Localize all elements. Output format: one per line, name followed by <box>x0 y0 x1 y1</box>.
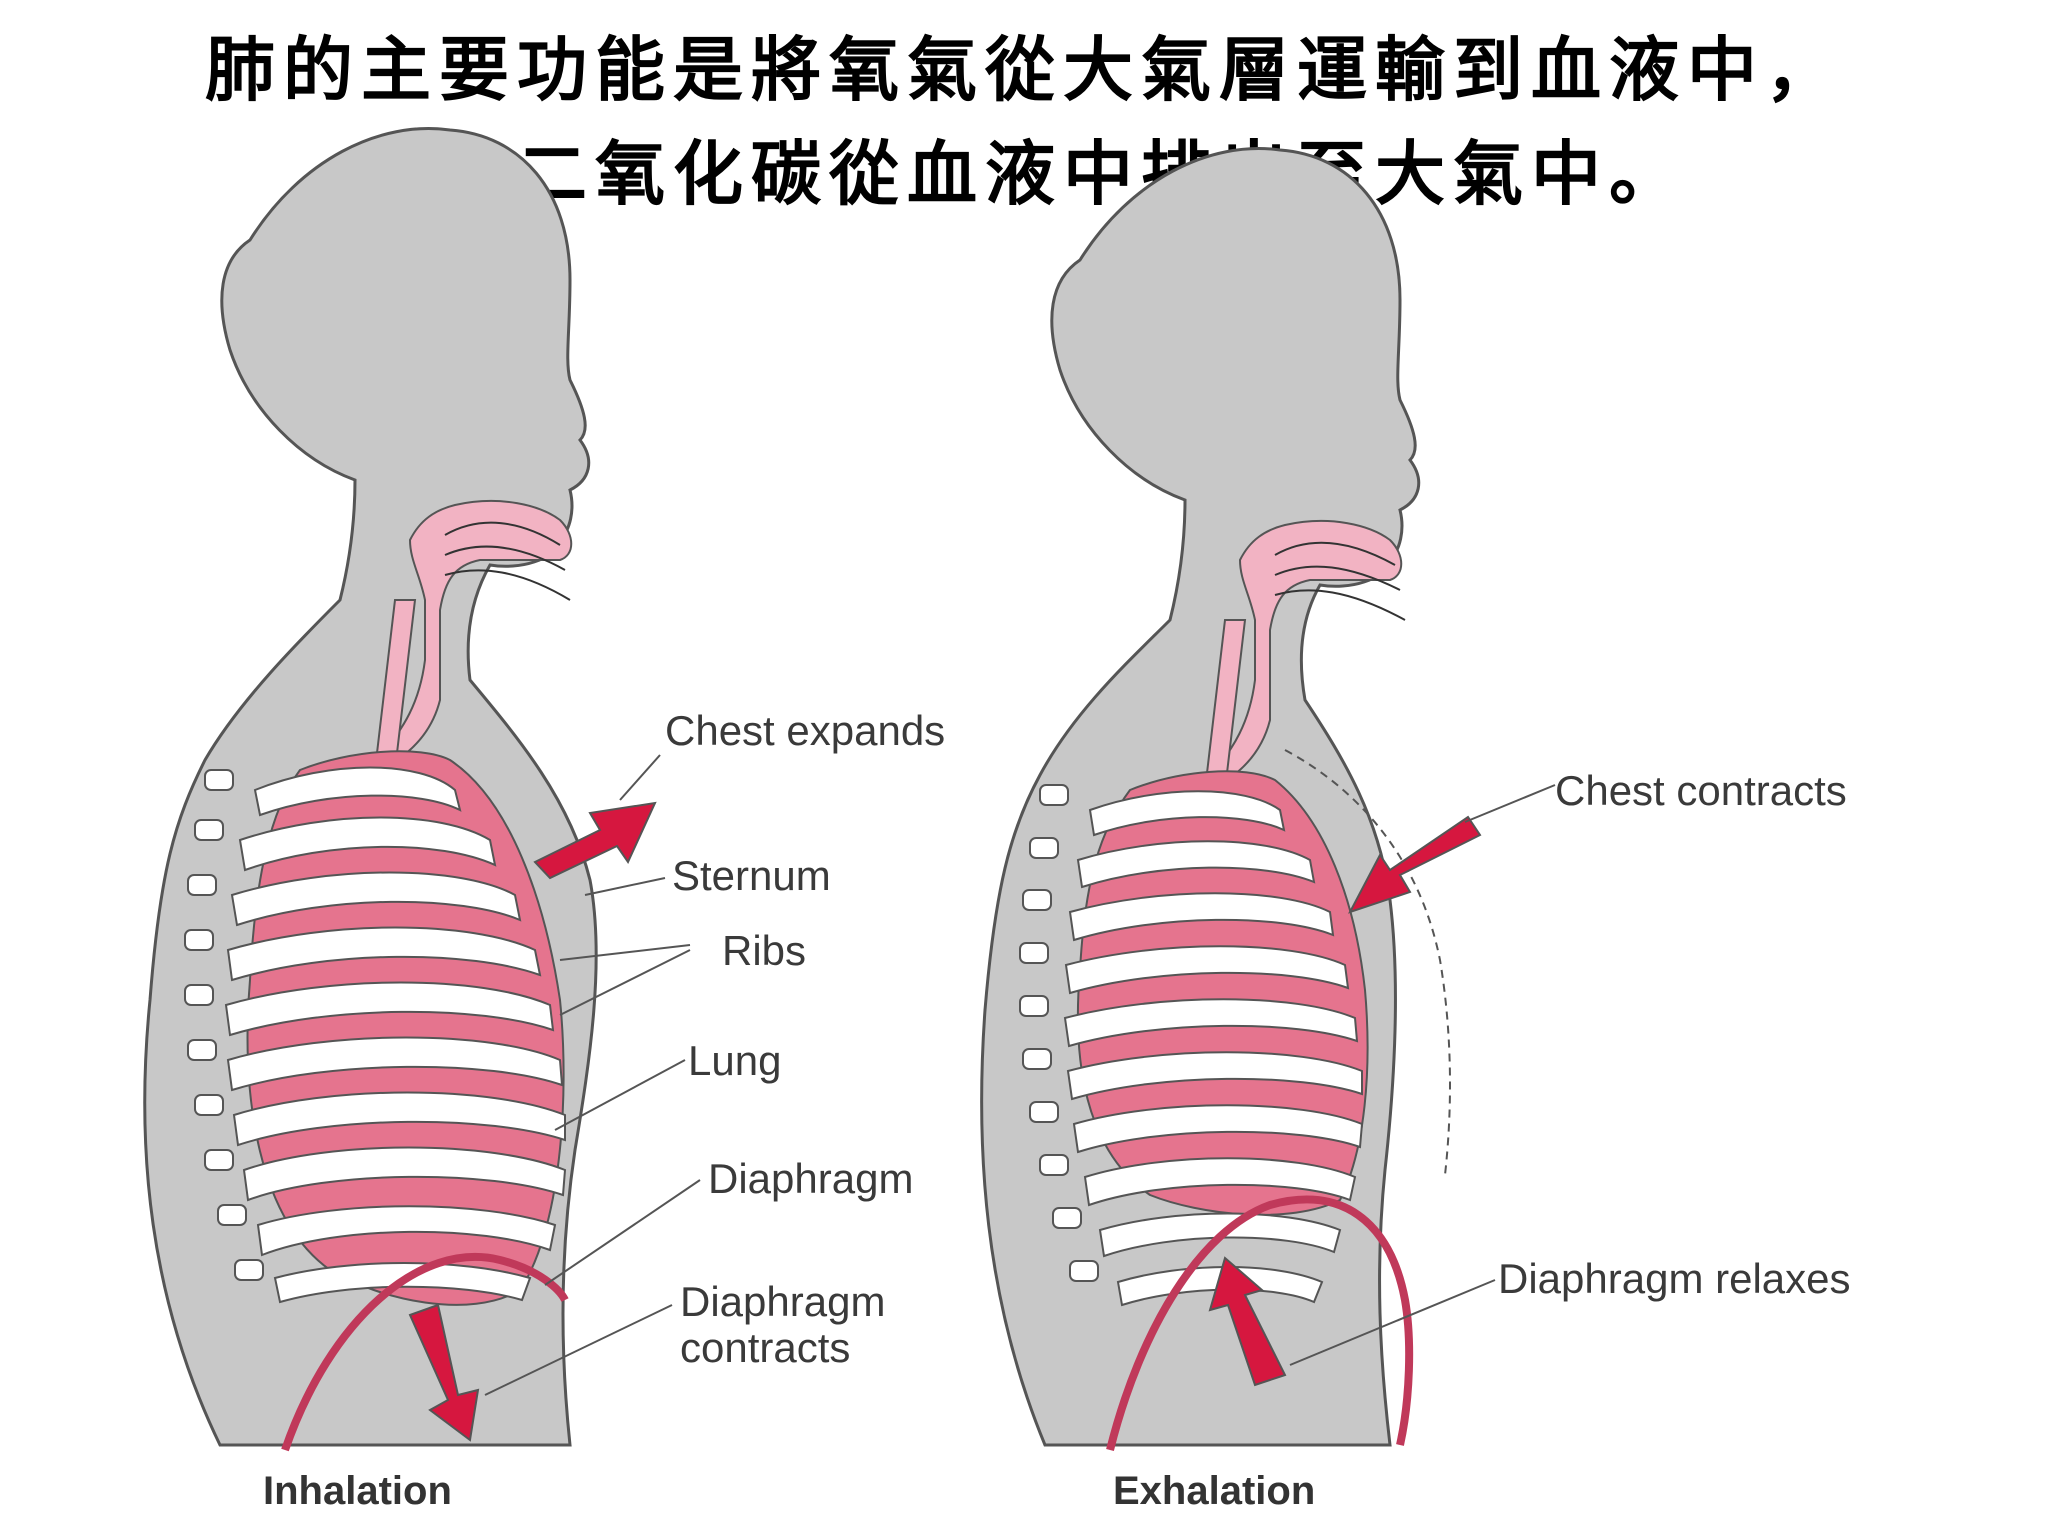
ribs-label: Ribs <box>722 927 806 974</box>
inhalation-airway <box>373 499 573 772</box>
diaphragm-contracts-label-line-2: contracts <box>680 1324 850 1371</box>
inhalation-ribs <box>224 766 567 1304</box>
inhalation-spine <box>184 769 264 1281</box>
exhalation-spine <box>1019 784 1099 1282</box>
exhalation-airway <box>1203 519 1403 792</box>
inhalation-caption: Inhalation <box>263 1469 452 1513</box>
title-line-1: 肺的主要功能是將氧氣從大氣層運輸到血液中， <box>205 29 1843 111</box>
diaphragm-contracts-label-line-1: Diaphragm <box>680 1278 885 1325</box>
inhalation-figure: Chest expands Sternum Ribs Lung Diaphrag… <box>143 127 945 1513</box>
inhalation-air-flow-lines <box>444 521 571 601</box>
diaphragm-relaxes-label: Diaphragm relaxes <box>1498 1255 1851 1302</box>
exhalation-diaphragm <box>1106 1195 1414 1451</box>
diaphragm-relaxes-arrow <box>1208 1256 1287 1387</box>
chest-expands-label: Chest expands <box>665 707 945 754</box>
chest-expands-arrow <box>533 801 657 880</box>
previous-chest-outline <box>1284 749 1451 1176</box>
title-line-2: 並將二氧化碳從血液中排出至大氣中。 <box>361 133 1687 215</box>
chest-contracts-label: Chest contracts <box>1555 767 1847 814</box>
exhalation-figure: Chest contracts Diaphragm relaxes Exhala… <box>980 147 1851 1513</box>
exhalation-caption: Exhalation <box>1113 1469 1315 1513</box>
exhalation-air-flow-lines <box>1274 541 1406 621</box>
inhalation-leader-lines <box>484 754 701 1396</box>
chest-contracts-arrow <box>1347 815 1482 914</box>
diaphragm-contracts-arrow <box>408 1303 480 1442</box>
inhalation-diaphragm <box>281 1252 569 1452</box>
lung-label: Lung <box>688 1037 781 1084</box>
sternum-label: Sternum <box>672 852 831 899</box>
diaphragm-label: Diaphragm <box>708 1155 913 1202</box>
slide-title: 肺的主要功能是將氧氣從大氣層運輸到血液中， 並將二氧化碳從血液中排出至大氣中。 <box>0 18 2048 226</box>
exhalation-leader-lines <box>1289 784 1556 1366</box>
